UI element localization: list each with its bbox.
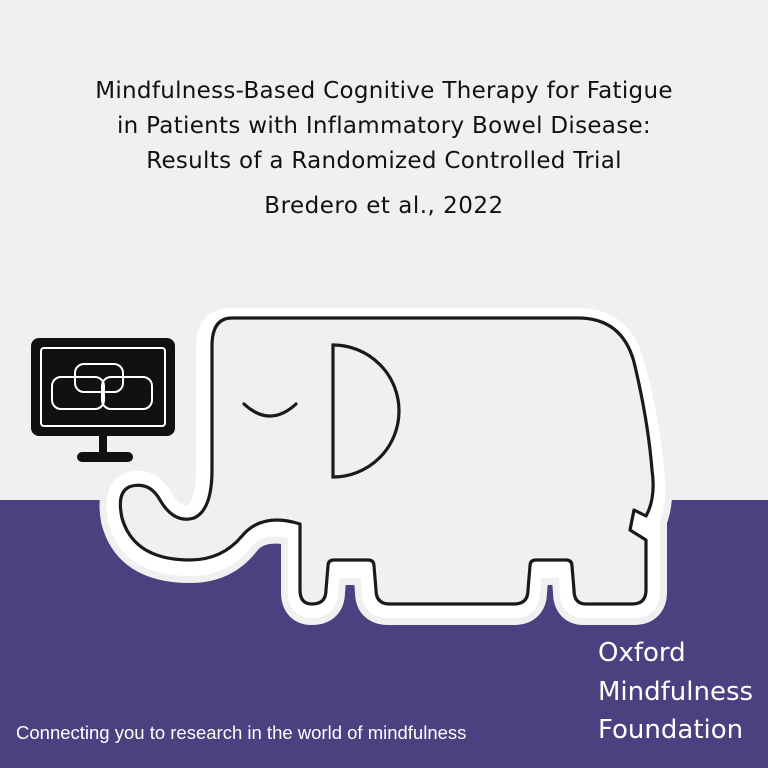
interlocking-icon	[51, 363, 153, 410]
elephant-ear	[331, 343, 401, 479]
elephant-eye	[242, 402, 298, 418]
tagline: Connecting you to research in the world …	[16, 722, 467, 743]
paper-title-line-2: in Patients with Inflammatory Bowel Dise…	[116, 113, 651, 139]
paper-title-line-3: Results of a Randomized Controlled Trial	[146, 148, 622, 174]
citation: Bredero et al., 2022	[264, 193, 504, 219]
brand-name: Oxford Mindfulness Foundation	[598, 634, 753, 750]
brand-line-1: Oxford	[598, 638, 686, 668]
paper-title: Mindfulness-Based Cognitive Therapy for …	[0, 74, 768, 179]
brand-line-3: Foundation	[598, 715, 744, 745]
monitor-icon	[31, 338, 175, 462]
brand-line-2: Mindfulness	[598, 676, 754, 707]
elephant-outline	[118, 316, 655, 606]
paper-title-line-1: Mindfulness-Based Cognitive Therapy for …	[95, 78, 673, 104]
